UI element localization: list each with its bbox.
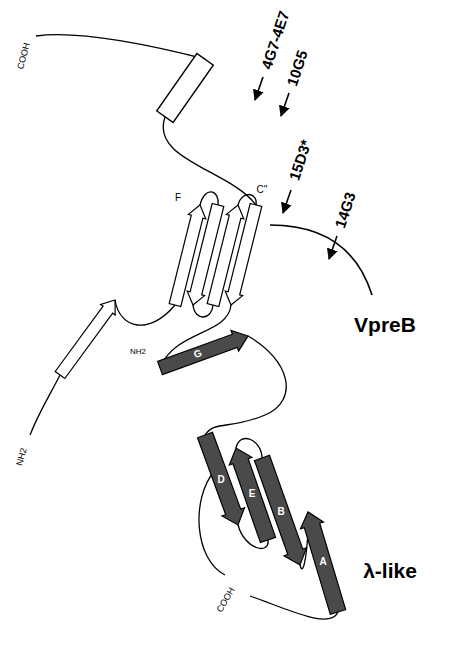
beta-strand-dark	[301, 512, 346, 614]
epitope-arc	[270, 225, 372, 295]
antibody-label: 4G7-4E7	[259, 9, 292, 71]
beta-strand	[55, 300, 115, 379]
antibody-label: 15D3*	[286, 138, 313, 182]
strand-letter: B	[277, 507, 284, 517]
helix-cylinder	[157, 54, 214, 123]
beta-strand-dark	[255, 455, 307, 565]
terminus-label: NH2	[15, 447, 28, 467]
domain-name: VpreB	[354, 314, 416, 335]
strand-letter: F	[175, 193, 181, 203]
coil-loop	[30, 375, 60, 435]
strand-letter: E	[249, 489, 256, 499]
coil-loop	[36, 35, 205, 59]
strand-letter: A	[319, 557, 326, 567]
antibody-label: 10G5	[284, 48, 310, 88]
beta-strand	[225, 204, 262, 306]
coil-loop	[200, 192, 218, 205]
beta-strand-dark	[158, 331, 248, 375]
coil-loop	[115, 300, 175, 325]
terminus-label: COOH	[215, 586, 236, 614]
beta-strand-dark	[198, 432, 245, 525]
epitope-arrow	[255, 77, 263, 100]
domain-name: λ-like	[363, 560, 417, 581]
terminus-label: NH2	[130, 348, 146, 356]
antibody-label: 14G3	[332, 190, 358, 230]
coil-loop	[250, 596, 338, 619]
terminus-label: COOH	[16, 42, 32, 70]
coil-loop	[238, 194, 256, 205]
coil-loop	[193, 305, 213, 317]
strand-letter: D	[217, 475, 224, 485]
strand-letter: C''	[256, 185, 267, 195]
epitope-arrow	[281, 93, 289, 116]
coil-loop	[163, 117, 256, 205]
epitope-arrow	[283, 190, 291, 213]
